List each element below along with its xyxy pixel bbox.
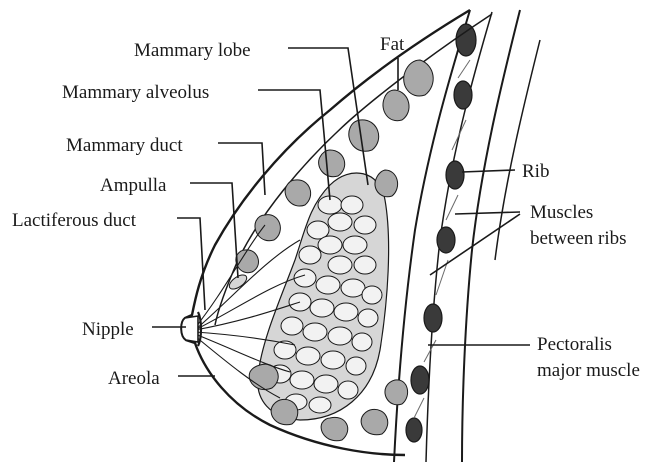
rib-3 xyxy=(446,161,464,189)
label-pectoralis-line1: Pectoralis xyxy=(537,334,612,355)
label-nipple: Nipple xyxy=(82,319,134,340)
label-ampulla: Ampulla xyxy=(100,175,167,196)
label-mammary-duct: Mammary duct xyxy=(66,135,183,156)
rib-6 xyxy=(411,366,429,394)
label-muscles-line1: Muscles xyxy=(530,202,593,223)
leader-rib xyxy=(462,170,515,172)
label-muscles-line2: between ribs xyxy=(530,228,627,249)
rib-column-line xyxy=(462,10,520,462)
rib-5 xyxy=(424,304,442,332)
leader-ampulla xyxy=(190,183,238,278)
rib-1 xyxy=(456,24,476,56)
leader-mammary-duct xyxy=(218,143,265,195)
label-mammary-lobe: Mammary lobe xyxy=(134,40,251,61)
label-areola: Areola xyxy=(108,368,160,389)
rib-2 xyxy=(454,81,472,109)
label-fat: Fat xyxy=(380,34,405,55)
leader-muscles-1 xyxy=(455,212,520,214)
label-mammary-alveolus: Mammary alveolus xyxy=(62,82,209,103)
label-rib: Rib xyxy=(522,161,549,182)
rib-4 xyxy=(437,227,455,253)
leader-lactiferous-duct xyxy=(177,218,205,310)
nipple-shape xyxy=(181,316,198,342)
chest-wall-inner-line xyxy=(426,12,492,462)
label-pectoralis-line2: major muscle xyxy=(537,360,640,381)
label-lactiferous-duct: Lactiferous duct xyxy=(12,210,137,231)
rib-7 xyxy=(406,418,422,442)
